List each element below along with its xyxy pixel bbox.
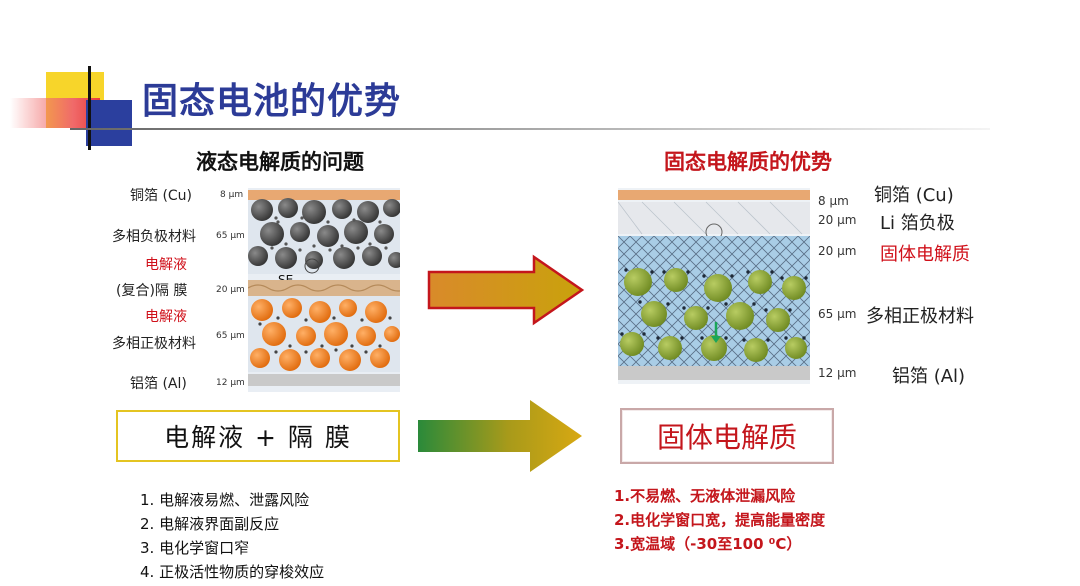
lower-arrow-icon — [418, 400, 582, 472]
left-copper-foil — [248, 190, 400, 200]
header-underline — [70, 128, 990, 130]
right-lithium-anode — [618, 202, 810, 234]
right-thickness-cu: 8 μm — [818, 194, 849, 208]
left-anode-particles — [248, 198, 400, 269]
liquid-electrolyte-separator-box: 电解液 + 隔 膜 — [116, 410, 400, 462]
left-heading: 液态电解质的问题 — [196, 150, 364, 174]
left-label-separator: (复合)隔 膜 — [116, 283, 188, 299]
liquid-electrolyte-problems-list: 1. 电解液易燃、泄露风险 2. 电解液界面副反应 3. 电化学窗口窄 4. 正… — [140, 488, 324, 584]
right-thickness-anode: 20 μm — [818, 213, 857, 227]
left-label-al: 铝箔 (Al) — [130, 376, 187, 392]
liquid-electrolyte-cell-diagram: SE — [248, 188, 400, 392]
right-copper-foil — [618, 190, 810, 200]
left-label-anode: 多相负极材料 — [112, 229, 196, 245]
left-label-electrolyte-2: 电解液 — [145, 309, 187, 325]
header-deco-line — [88, 66, 91, 150]
left-label-cu: 铜箔 (Cu) — [130, 188, 193, 204]
left-aluminum-foil — [248, 374, 400, 386]
right-thickness-cathode: 65 μm — [818, 307, 857, 321]
left-thickness-al: 12 μm — [216, 378, 245, 388]
header-deco-red — [10, 98, 100, 128]
right-thickness-electrolyte: 20 μm — [818, 244, 857, 258]
left-label-cathode: 多相正极材料 — [112, 336, 196, 352]
list-item: 3. 电化学窗口窄 — [140, 539, 250, 557]
left-thickness-anode: 65 μm — [216, 231, 245, 241]
left-thickness-cathode: 65 μm — [216, 331, 245, 341]
left-separator-layer — [248, 280, 400, 296]
solid-electrolyte-box: 固体电解质 — [620, 408, 834, 464]
right-label-electrolyte: 固体电解质 — [880, 244, 970, 265]
list-item: 2.电化学窗口宽，提高能量密度 — [614, 511, 826, 529]
left-thickness-separator: 20 μm — [216, 285, 245, 295]
left-label-electrolyte-1: 电解液 — [145, 257, 187, 273]
right-cathode-particles — [620, 268, 807, 362]
right-label-cathode: 多相正极材料 — [866, 306, 974, 327]
right-label-al: 铝箔 (Al) — [892, 366, 966, 387]
right-label-anode: Li 箔负极 — [880, 213, 955, 234]
list-item: 1. 电解液易燃、泄露风险 — [140, 491, 310, 509]
right-heading: 固态电解质的优势 — [664, 150, 832, 174]
header-deco-blue — [86, 100, 132, 146]
right-aluminum-foil — [618, 366, 810, 380]
right-thickness-al: 12 μm — [818, 366, 857, 380]
solid-electrolyte-cell-diagram — [618, 188, 810, 384]
left-thickness-cu: 8 μm — [220, 190, 244, 200]
solid-electrolyte-advantages-list: 1.不易燃、无液体泄漏风险 2.电化学窗口宽，提高能量密度 3.宽温域（-30至… — [614, 484, 825, 556]
list-item: 2. 电解液界面副反应 — [140, 515, 280, 533]
list-item: 3.宽温域（-30至100 ⁰C） — [614, 535, 802, 553]
page-title: 固态电池的优势 — [142, 81, 402, 122]
upper-arrow-icon — [427, 254, 585, 326]
left-cathode-particles — [250, 298, 400, 371]
list-item: 4. 正极活性物质的穿梭效应 — [140, 563, 325, 581]
right-label-cu: 铜箔 (Cu) — [874, 185, 954, 206]
list-item: 1.不易燃、无液体泄漏风险 — [614, 487, 796, 505]
